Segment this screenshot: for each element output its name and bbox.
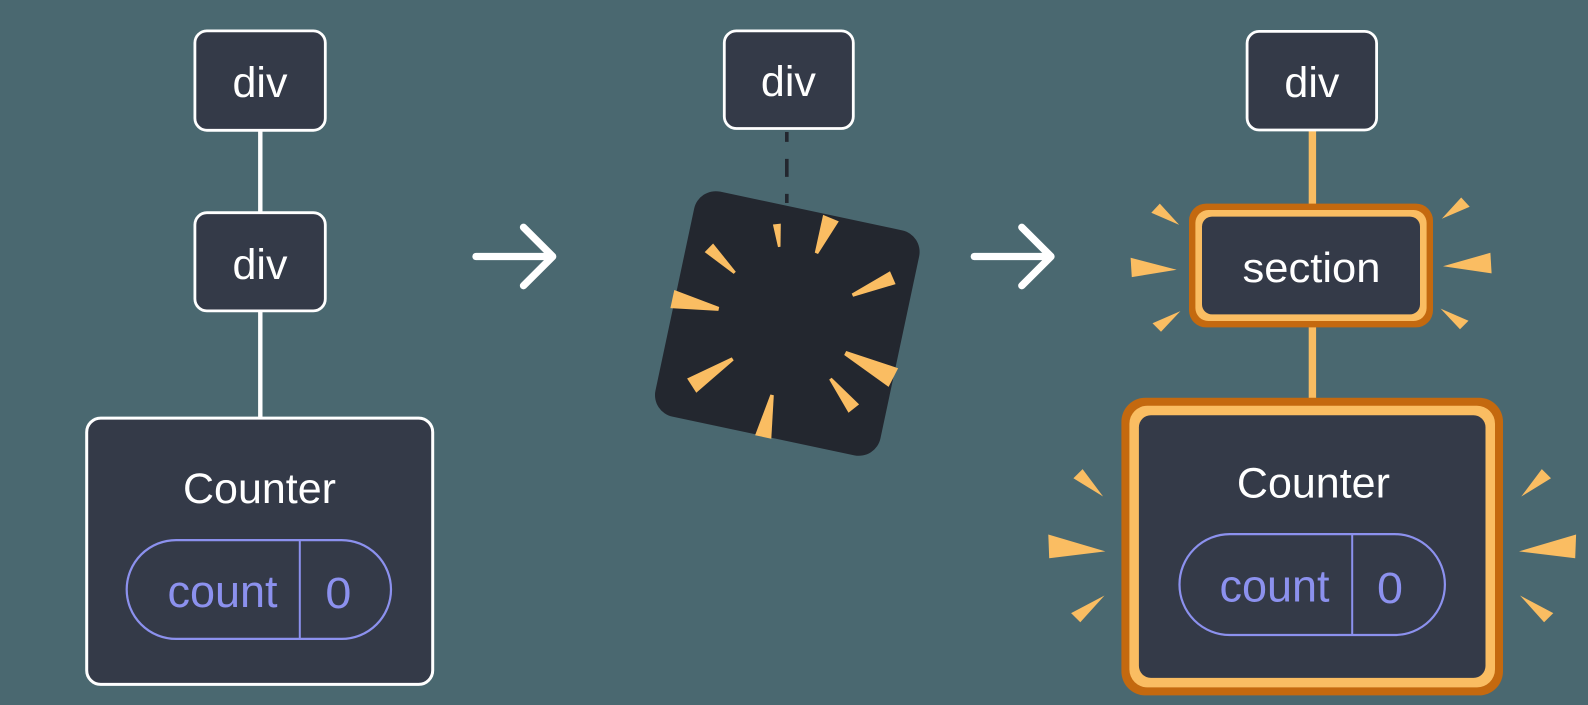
svg-text:Counter: Counter [1237, 460, 1390, 508]
svg-text:div: div [233, 241, 288, 289]
svg-text:count: count [167, 566, 278, 617]
svg-text:div: div [233, 59, 288, 107]
svg-text:0: 0 [1377, 564, 1403, 613]
svg-text:Counter: Counter [183, 465, 336, 513]
svg-text:div: div [761, 58, 816, 106]
svg-text:section: section [1243, 244, 1381, 291]
svg-text:0: 0 [325, 569, 351, 618]
svg-text:count: count [1219, 561, 1330, 612]
svg-text:div: div [1284, 59, 1339, 107]
